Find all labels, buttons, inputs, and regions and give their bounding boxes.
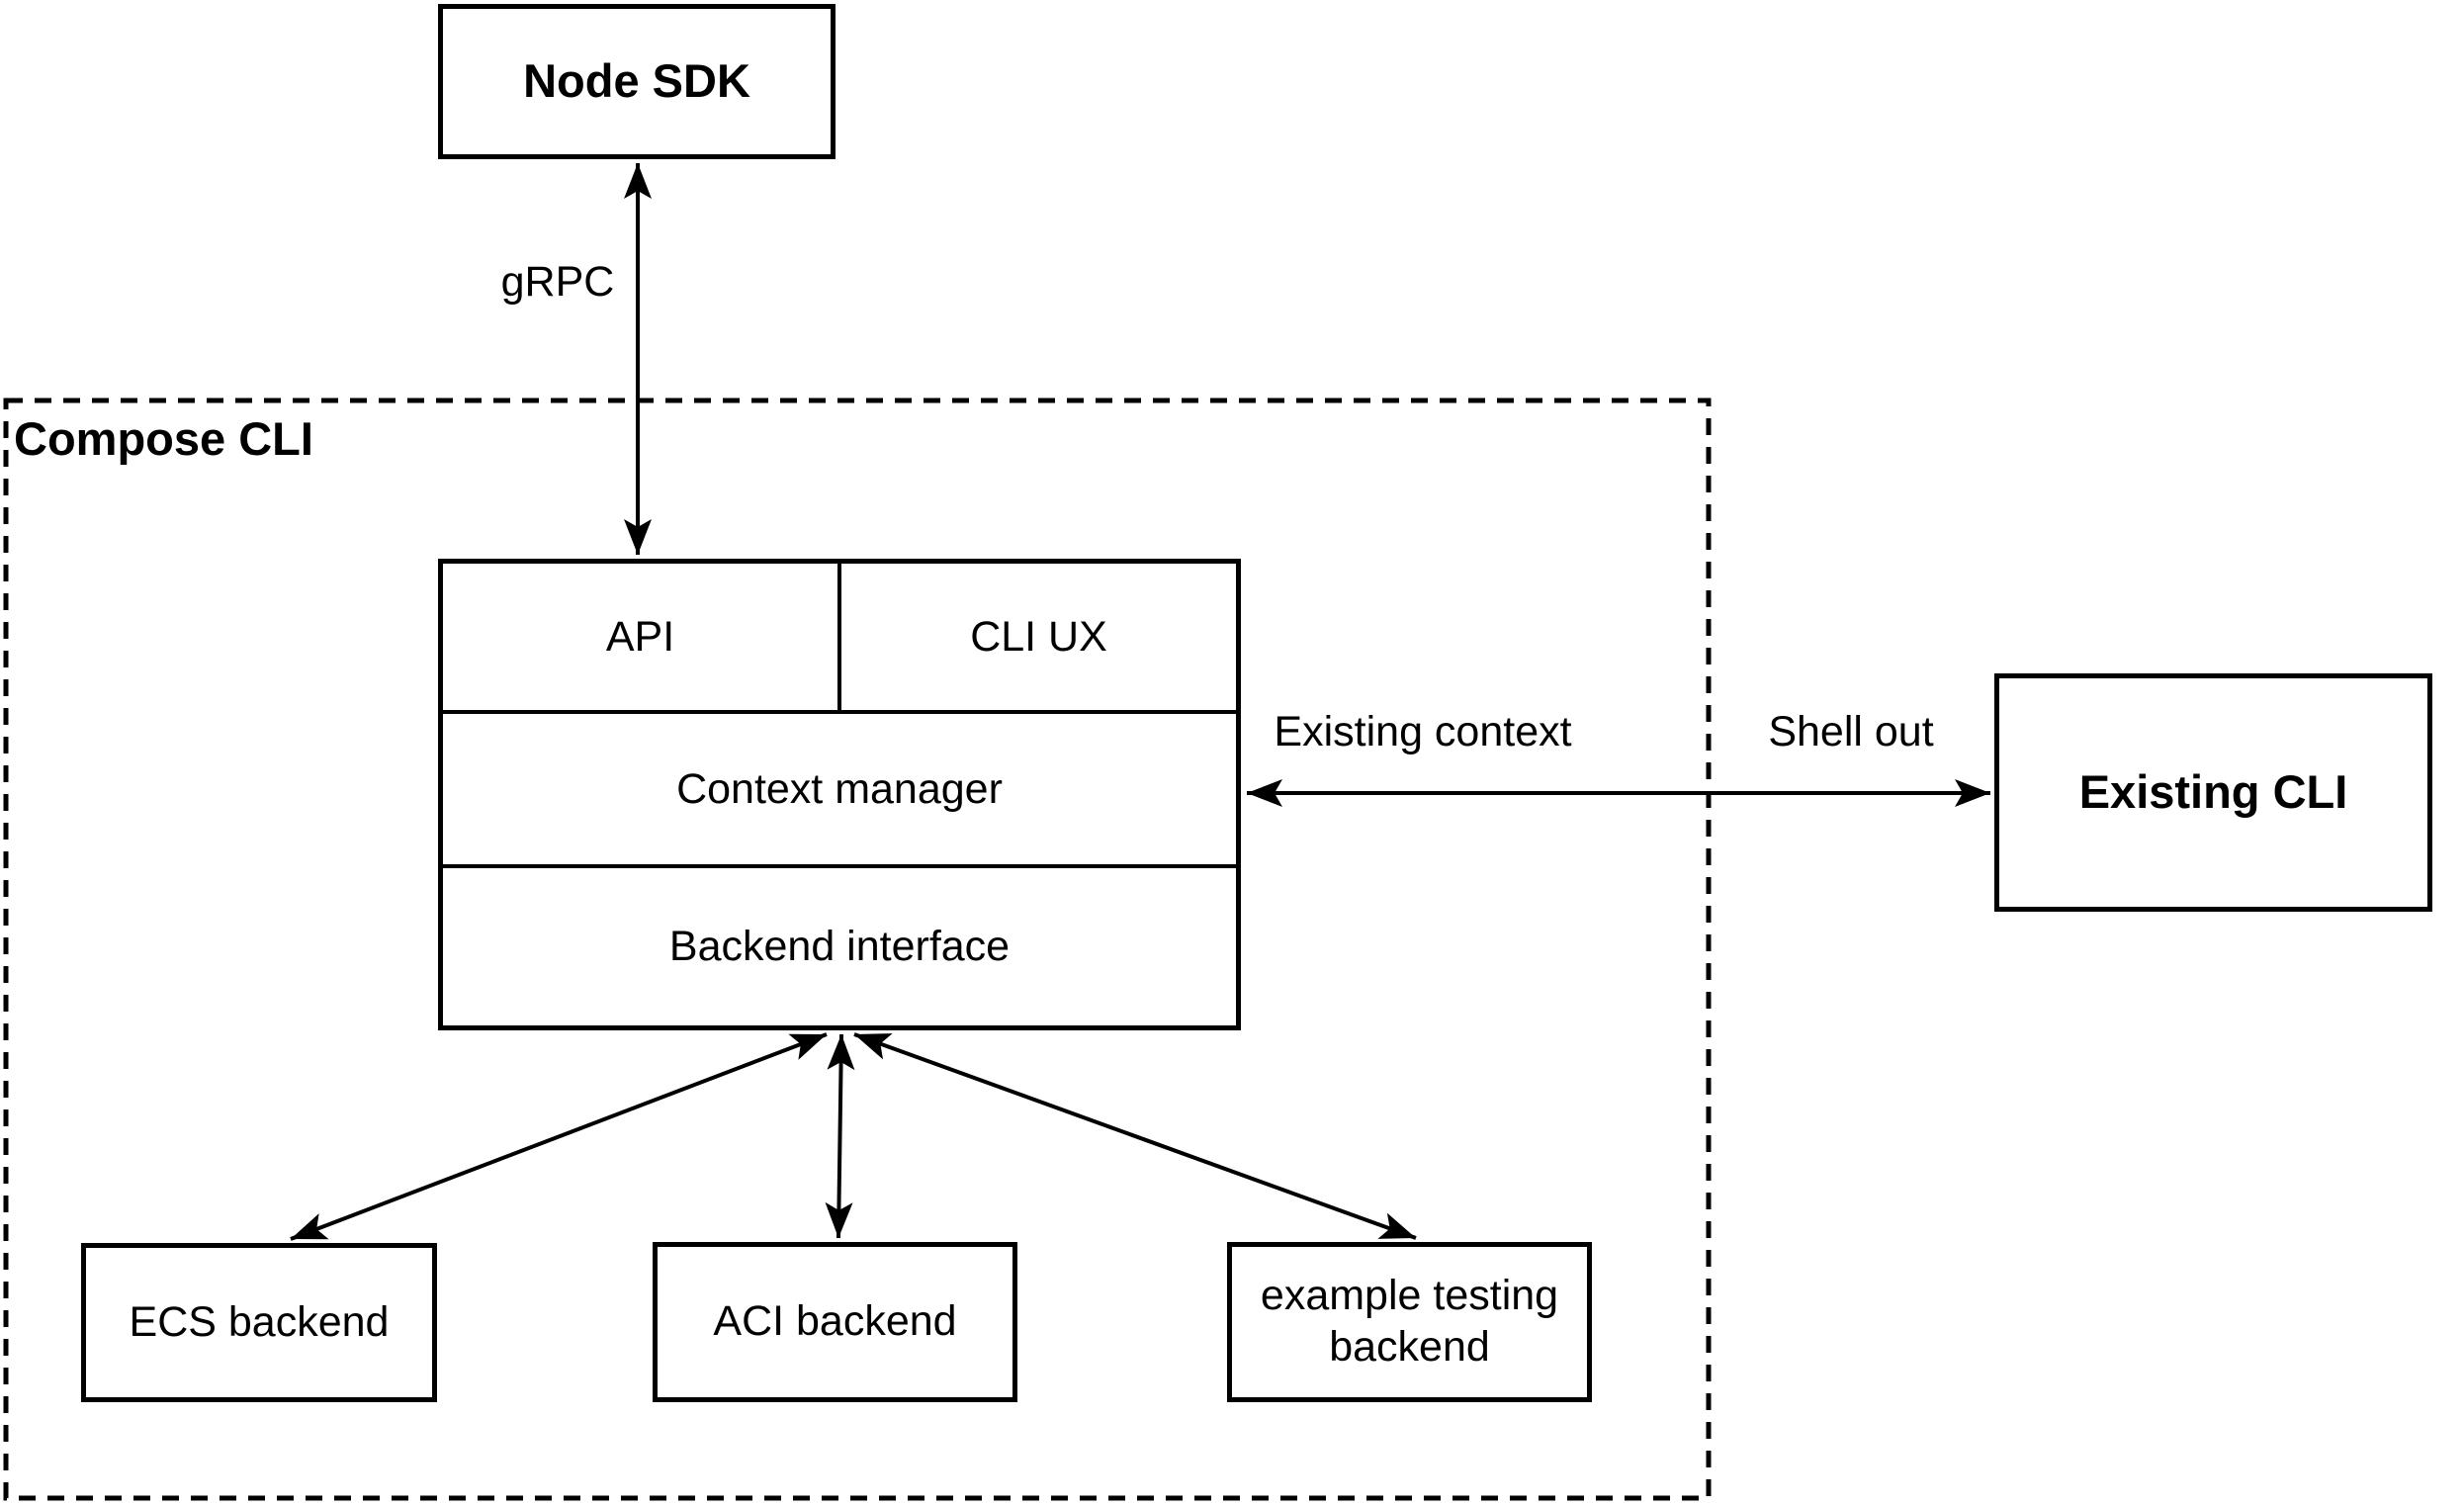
ecs-backend-label: ECS backend: [129, 1297, 390, 1346]
edge-aci-backend-arrow: [825, 1033, 855, 1239]
ecs-backend-box: ECS backend: [81, 1243, 437, 1402]
existing-cli-box: Existing CLI: [1994, 673, 2432, 912]
existing-context-edge-label: Existing context: [1274, 708, 1572, 755]
backend-interface-label: Backend interface: [668, 923, 1011, 970]
context-manager-cell: Context manager: [443, 714, 1236, 868]
existing-cli-label: Existing CLI: [2078, 765, 2348, 819]
grpc-edge-label: gRPC: [500, 258, 615, 306]
example-testing-backend-box: example testing backend: [1227, 1242, 1592, 1402]
aci-backend-box: ACI backend: [653, 1242, 1017, 1402]
cli-ux-cell: CLI UX: [837, 564, 1236, 710]
core-top-row: API CLI UX: [443, 564, 1236, 714]
edge-ecs-backend-arrow: [290, 1032, 828, 1241]
context-manager-label: Context manager: [676, 764, 1003, 813]
node-sdk-box: Node SDK: [438, 4, 836, 159]
example-testing-backend-label: example testing backend: [1260, 1272, 1559, 1371]
node-sdk-label: Node SDK: [523, 54, 750, 108]
api-label: API: [605, 612, 675, 661]
api-cell: API: [443, 564, 837, 710]
edge-example-backend-arrow: [853, 1032, 1417, 1240]
aci-backend-label: ACI backend: [713, 1297, 957, 1346]
compose-cli-core-box: API CLI UX Context manager Backend inter…: [438, 559, 1241, 1030]
shell-out-edge-label: Shell out: [1768, 708, 1934, 755]
cli-ux-label: CLI UX: [970, 612, 1107, 661]
compose-cli-container-label: Compose CLI: [14, 412, 313, 465]
backend-interface-cell: Backend interface: [443, 868, 1236, 1025]
